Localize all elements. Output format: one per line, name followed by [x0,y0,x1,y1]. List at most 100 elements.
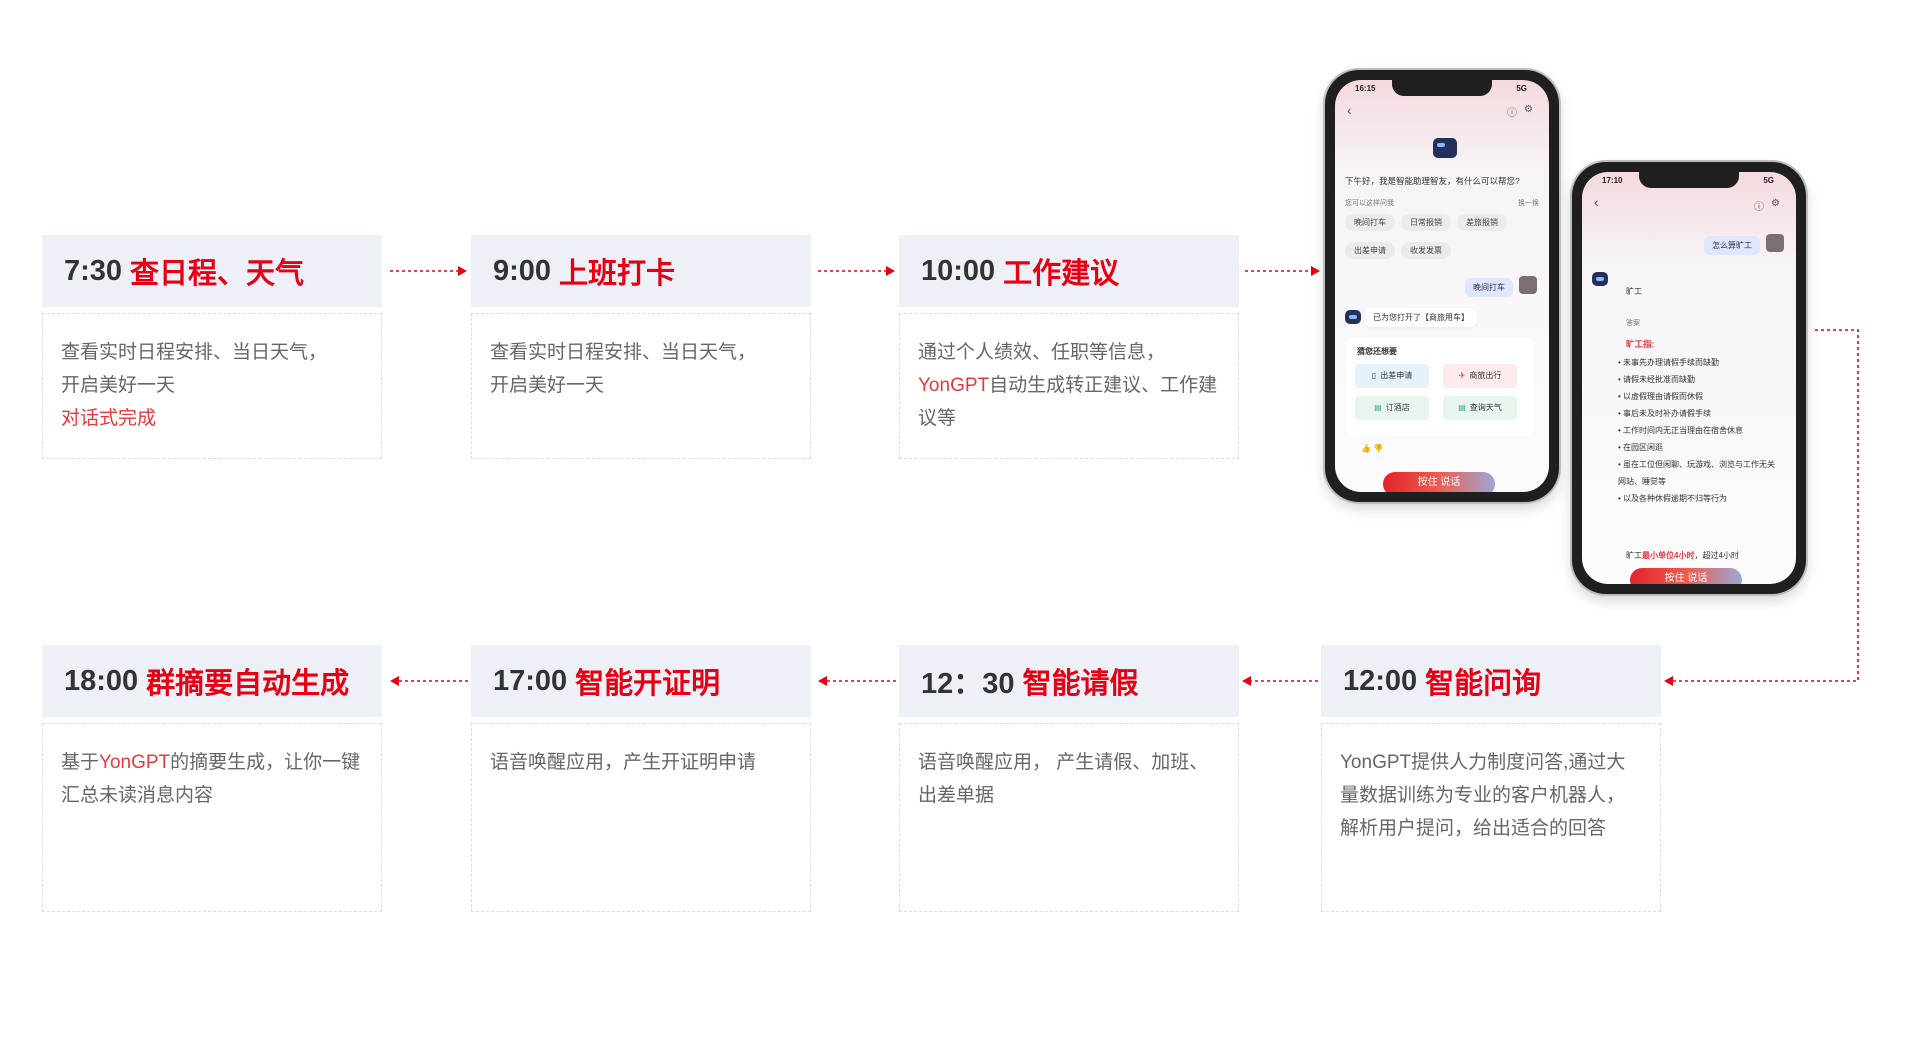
list-item: • 虽在工位但闲聊、玩游戏、浏览与工作无关网站、睡觉等 [1618,460,1776,486]
hotel-icon: ▤ [1374,403,1382,412]
arrow-head-right [458,266,467,276]
step-desc-text: 语音唤醒应用， 产生请假、加班、出差单据 [918,752,1209,806]
suggestion-chip[interactable]: 收发发票 [1401,242,1451,259]
step-desc-post: 自动生成转正建议、工作建议等 [918,375,1218,429]
step-desc-pre: 通过个人绩效、任职等信息， [918,342,1166,363]
definition-list: • 未事先办理请假手续而缺勤 • 请假未经批准而缺勤 • 以虚假理由请假而休假 … [1618,354,1776,507]
refresh-link[interactable]: 换一换 [1518,200,1539,207]
help-icon[interactable]: ⓘ [1754,202,1764,213]
arrow-head-left [818,676,827,686]
service-label: 出差申请 [1380,371,1413,380]
step-highlight: YonGPT [918,375,990,396]
step-time: 12：30 [921,668,1015,700]
step-card-1000: 10:00 工作建议 通过个人绩效、任职等信息， YonGPT自动生成转正建议、工… [899,235,1239,459]
hold-to-talk-button[interactable]: 按住 说话 [1383,472,1495,492]
suggestion-chip[interactable]: 日常报销 [1401,214,1451,231]
bot-icon [1345,310,1361,324]
status-signal: 5G [1516,84,1527,93]
step-time: 9:00 [493,254,552,287]
step-time: 10:00 [921,254,996,287]
answer-footer: 旷工最小单位4小时，超过4小时 [1626,551,1739,560]
step-time: 18:00 [64,664,139,697]
plane-icon: ✈ [1458,371,1466,380]
step-time: 17:00 [493,664,568,697]
phone-screen: 17:10 5G ‹ ⓘ ⚙ 怎么算旷工 旷工 答案 旷工指: • 未事先办理请… [1582,172,1796,584]
back-icon[interactable]: ‹ [1594,194,1599,210]
service-travel[interactable]: ✈商旅出行 [1443,364,1517,388]
service-hotel[interactable]: ▤订酒店 [1355,396,1429,420]
status-time: 17:10 [1602,176,1623,185]
list-item: • 请假未经批准而缺勤 [1618,375,1696,384]
list-item: • 事后未及时补办请假手续 [1618,409,1712,418]
back-icon[interactable]: ‹ [1347,102,1352,118]
step-title: 智能问询 [1425,668,1542,700]
step-header: 18:00 群摘要自动生成 [42,645,382,717]
status-time: 16:15 [1355,84,1376,93]
list-item: • 以虚假理由请假而休假 [1618,392,1704,401]
step-desc-text: 查看实时日程安排、当日天气， 开启美好一天 [490,342,757,396]
step-highlight: YonGPT [99,752,171,773]
phone-mockup-2: 17:10 5G ‹ ⓘ ⚙ 怎么算旷工 旷工 答案 旷工指: • 未事先办理请… [1572,162,1806,594]
service-label: 订酒店 [1385,403,1410,412]
step-desc-text: 查看实时日程安排、当日天气， 开启美好一天 [61,342,328,396]
answer-heading: 旷工 [1626,287,1642,296]
user-avatar [1766,234,1784,252]
step-card-0900: 9:00 上班打卡 查看实时日程安排、当日天气， 开启美好一天 [471,235,811,459]
step-description: 查看实时日程安排、当日天气， 开启美好一天 对话式完成 [42,313,382,459]
suggestion-chip[interactable]: 差旅报销 [1457,214,1507,231]
service-label: 商旅出行 [1469,371,1502,380]
service-label: 查询天气 [1469,403,1502,412]
step-header: 9:00 上班打卡 [471,235,811,307]
list-item: • 未事先办理请假手续而缺勤 [1618,358,1720,367]
assistant-avatar-icon [1433,138,1457,158]
arrow-head-right [1311,266,1320,276]
step-title: 智能开证明 [575,668,721,700]
step-card-1200: 12:00 智能问询 YonGPT提供人力制度问答,通过大量数据训练为专业的客户… [1321,645,1661,912]
step-desc-text: YonGPT提供人力制度问答,通过大量数据训练为专业的客户机器人，解析用户提问，… [1340,752,1626,839]
step-header: 7:30 查日程、天气 [42,235,382,307]
guess-title: 猜您还想要 [1357,347,1397,356]
step-time: 12:00 [1343,664,1418,697]
arrow-head-right [886,266,895,276]
step-title: 工作建议 [1003,258,1120,290]
guess-panel: 猜您还想要 ▯出差申请 ✈商旅出行 ▤订酒店 ▤查询天气 [1347,338,1533,436]
step-description: 语音唤醒应用，产生开证明申请 [471,723,811,912]
list-item: • 工作时间内无正当理由在宿舍休息 [1618,426,1744,435]
step-title: 智能请假 [1022,668,1139,700]
bot-icon [1592,272,1608,286]
service-weather[interactable]: ▤查询天气 [1443,396,1517,420]
user-message: 怎么算旷工 [1704,236,1760,255]
settings-icon[interactable]: ⚙ [1524,104,1533,115]
suggestion-chip[interactable]: 晚间打车 [1345,214,1395,231]
step-highlight: 对话式完成 [61,408,157,429]
step-card-1800: 18:00 群摘要自动生成 基于YonGPT的摘要生成，让你一键汇总未读消息内容 [42,645,382,912]
step-description: 查看实时日程安排、当日天气， 开启美好一天 [471,313,811,459]
step-description: 基于YonGPT的摘要生成，让你一键汇总未读消息内容 [42,723,382,912]
notch [1639,172,1739,188]
step-card-1700: 17:00 智能开证明 语音唤醒应用，产生开证明申请 [471,645,811,912]
notch [1392,80,1492,96]
step-title: 群摘要自动生成 [146,668,350,700]
suggestion-chip[interactable]: 出差申请 [1345,242,1395,259]
hold-to-talk-button[interactable]: 按住 说话 [1630,568,1742,584]
help-icon[interactable]: ⓘ [1507,108,1517,119]
step-desc-post: 的摘要生成，让你一键汇总未读消息内容 [61,752,361,806]
list-item: • 以及各种休假逾期不归等行为 [1618,494,1728,503]
service-business-trip[interactable]: ▯出差申请 [1355,364,1429,388]
feedback-icon[interactable]: 👍 👎 [1361,444,1384,453]
step-header: 10:00 工作建议 [899,235,1239,307]
status-signal: 5G [1763,176,1774,185]
step-title: 查日程、天气 [130,258,305,290]
step-description: 语音唤醒应用， 产生请假、加班、出差单据 [899,723,1239,912]
list-item: • 在园区闲逛 [1618,443,1664,452]
step-description: 通过个人绩效、任职等信息， YonGPT自动生成转正建议、工作建议等 [899,313,1239,459]
phone-mockup-1: 16:15 5G ‹ ⓘ ⚙ 下午好，我是智能助理智友，有什么可以帮您? 您可以… [1325,70,1559,502]
bot-message: 已为您打开了【商旅用车】 [1365,308,1477,327]
step-title: 上班打卡 [559,258,676,290]
step-card-0730: 7:30 查日程、天气 查看实时日程安排、当日天气， 开启美好一天 对话式完成 [42,235,382,459]
step-header: 12：30 智能请假 [899,645,1239,717]
settings-icon[interactable]: ⚙ [1771,198,1780,209]
step-desc-pre: 基于 [61,752,100,773]
weather-icon: ▤ [1458,403,1466,412]
answer-label: 答案 [1626,320,1640,327]
